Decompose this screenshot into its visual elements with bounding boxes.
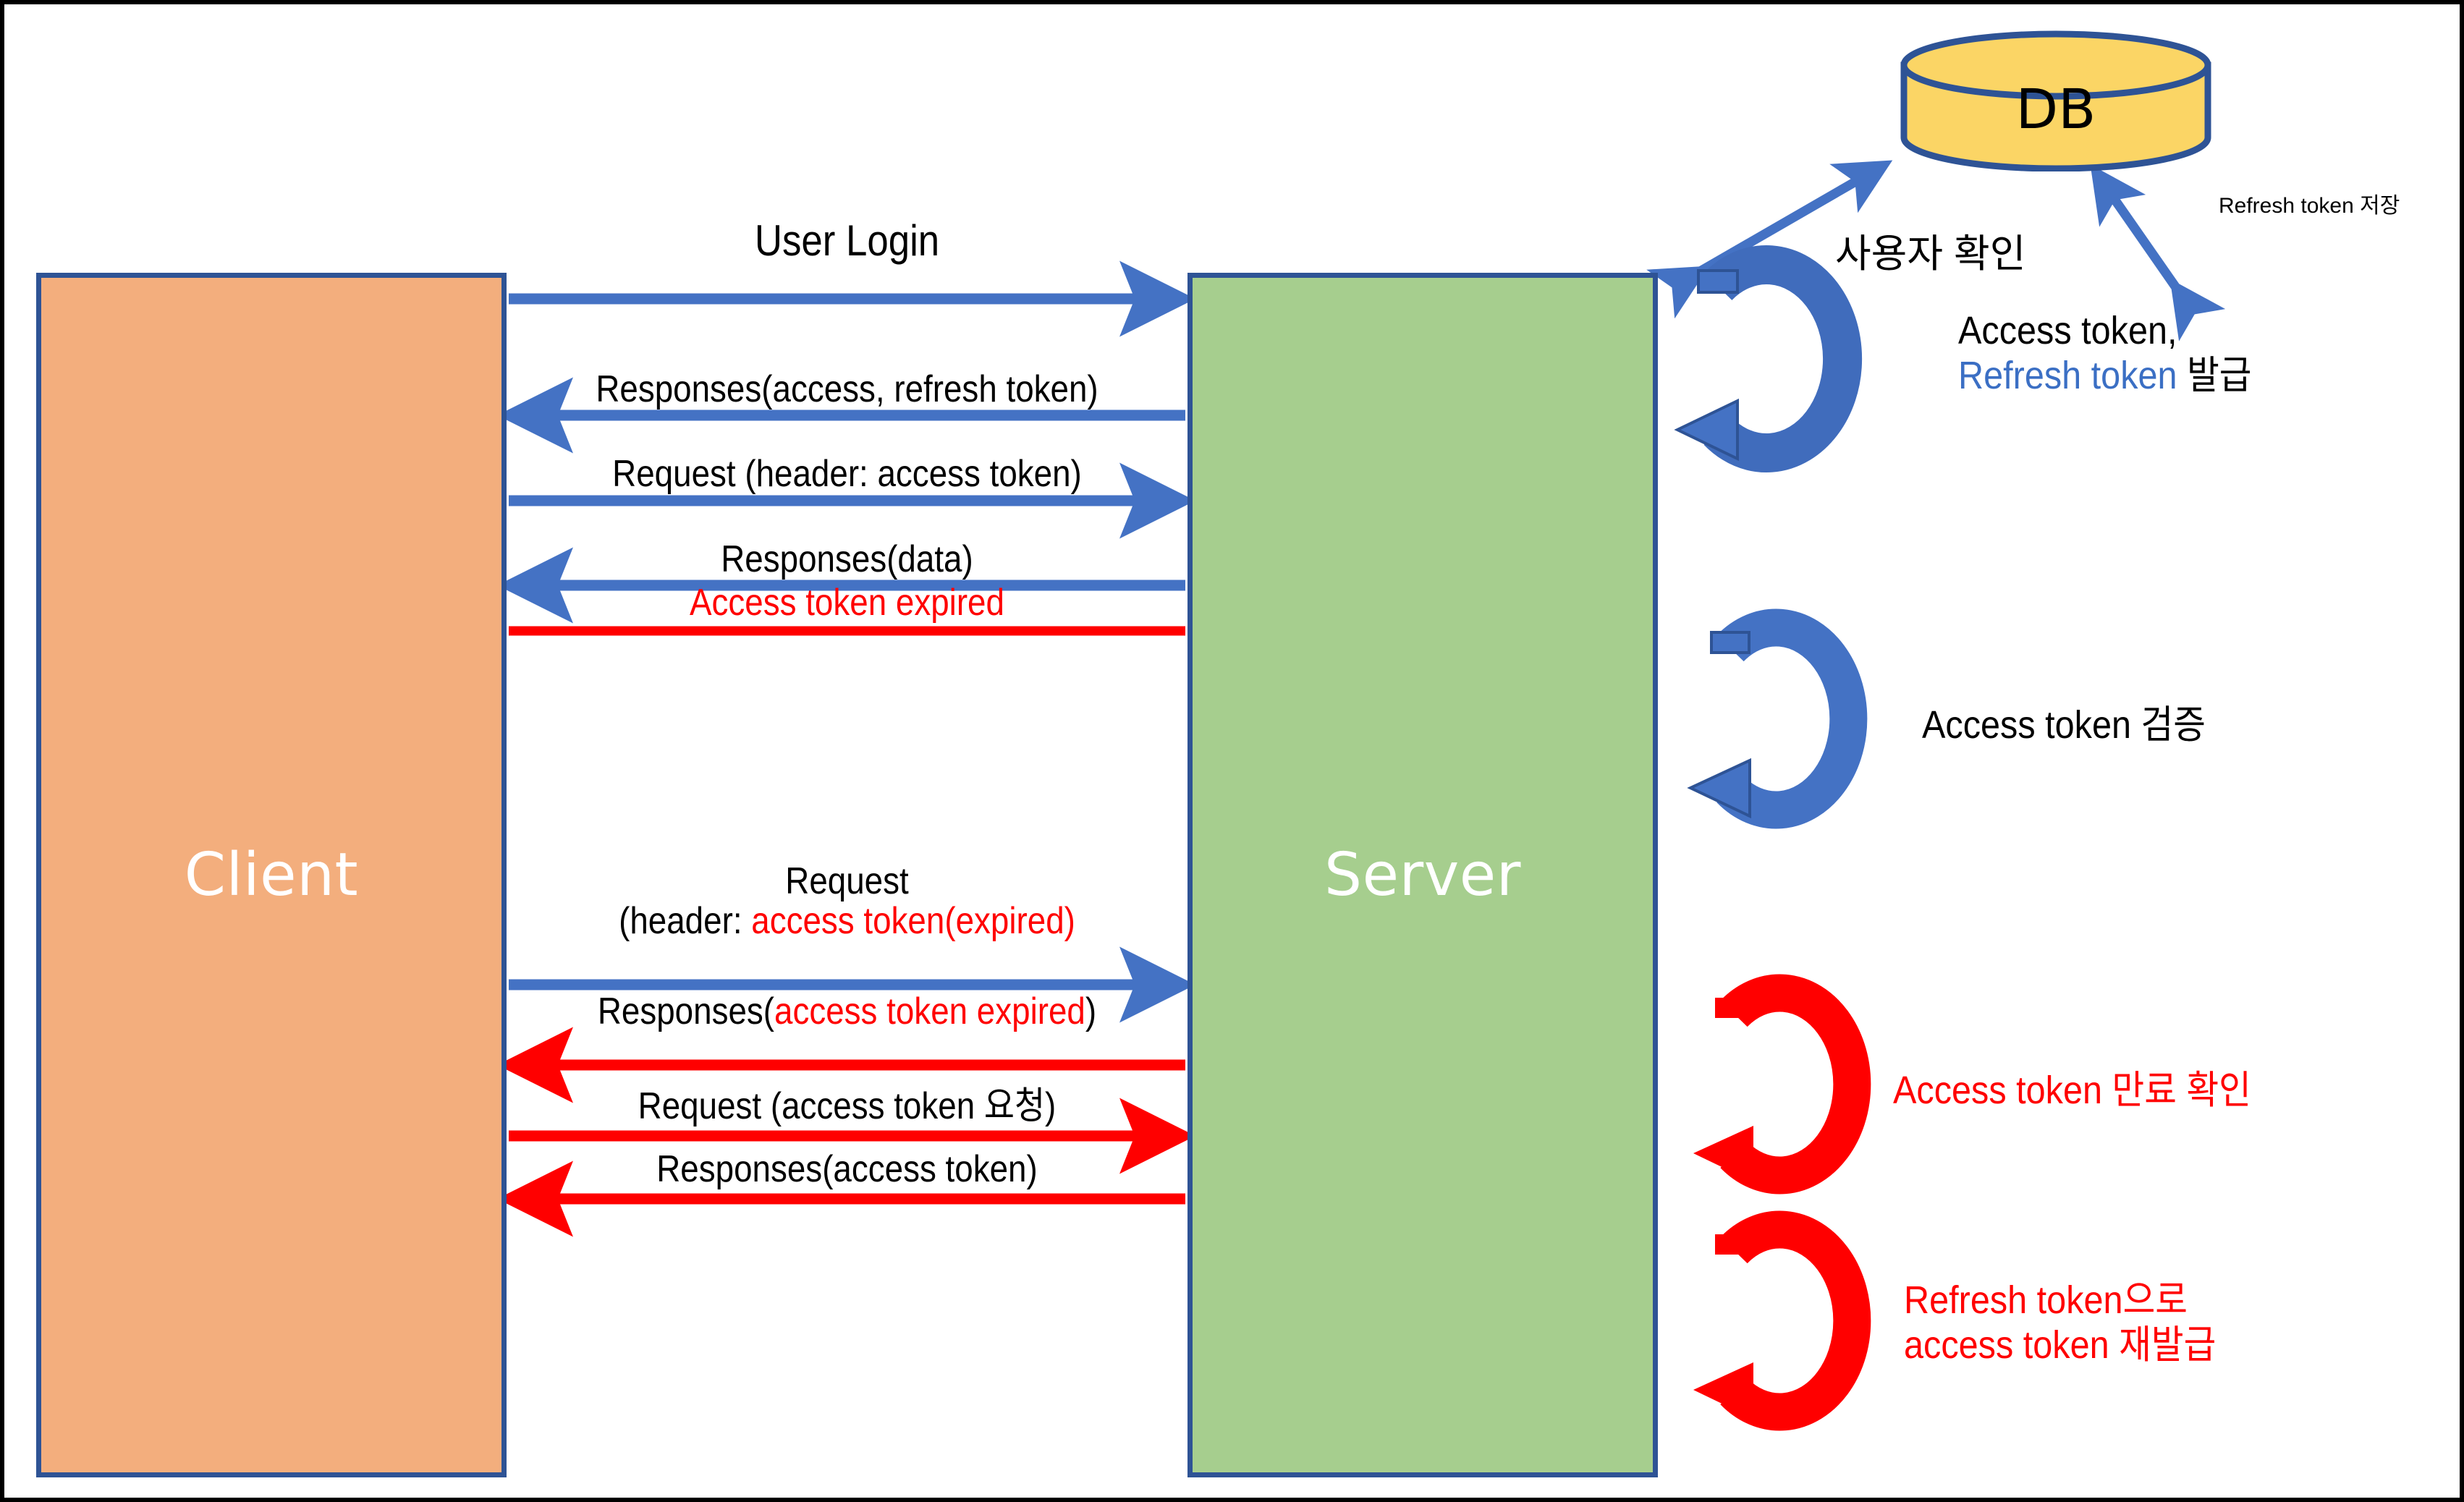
- message-label-m1: User Login: [754, 216, 940, 265]
- server-label: Server: [1324, 840, 1521, 909]
- server-box[interactable]: Server: [1187, 273, 1658, 1477]
- message-label-m6: Request (header: access token(expired): [549, 860, 1145, 943]
- side-note-n2: Access token 검증: [1922, 703, 2206, 747]
- side-note-n4-line1: Refresh token으로: [1904, 1278, 2188, 1322]
- side-note-n1-line2: Refresh token 발급: [1958, 354, 2252, 398]
- side-note-n4-line2: access token 재발급: [1904, 1323, 2217, 1367]
- side-note-n3: Access token 만료 확인: [1893, 1069, 2251, 1112]
- side-note-n1-line1: Access token,: [1958, 309, 2177, 352]
- side-note-n4: Refresh token으로 access token 재발급: [1904, 1278, 2216, 1367]
- rotation-arrow-n3: [1693, 974, 1871, 1195]
- rotation-arrow-n4: [1693, 1210, 1871, 1431]
- client-label: Client: [184, 840, 359, 909]
- message-label-m6-line2: (header: access token(expired): [619, 900, 1075, 943]
- sequence-arrows-layer: [496, 160, 2226, 1431]
- message-label-m9: Responses(access token): [656, 1148, 1038, 1190]
- db-link-label-user-check: 사용자 확인: [1835, 232, 2026, 276]
- message-label-m2: Responses(access, refresh token): [596, 368, 1098, 410]
- db-label: DB: [2015, 77, 2096, 141]
- client-box[interactable]: Client: [36, 273, 507, 1477]
- side-note-n1: Access token, Refresh token 발급: [1958, 308, 2252, 398]
- db-cylinder[interactable]: DB: [1900, 30, 2211, 172]
- message-label-m5: Access token expired: [690, 582, 1004, 624]
- message-label-m7: Responses(access token expired): [597, 990, 1097, 1032]
- message-label-m6-line1: Request: [785, 860, 909, 902]
- db-link-refresh-store: [2090, 164, 2226, 341]
- message-label-m3: Request (header: access token): [612, 453, 1082, 495]
- rotation-arrow-n2: [1687, 608, 1868, 829]
- db-link-label-refresh-store: Refresh token 저장: [2219, 194, 2400, 218]
- message-label-m8: Request (access token 요청): [638, 1085, 1057, 1127]
- rotation-arrow-n1: [1674, 245, 1863, 472]
- db-cylinder-shape: [1900, 30, 2211, 172]
- message-label-m4: Responses(data): [721, 538, 973, 580]
